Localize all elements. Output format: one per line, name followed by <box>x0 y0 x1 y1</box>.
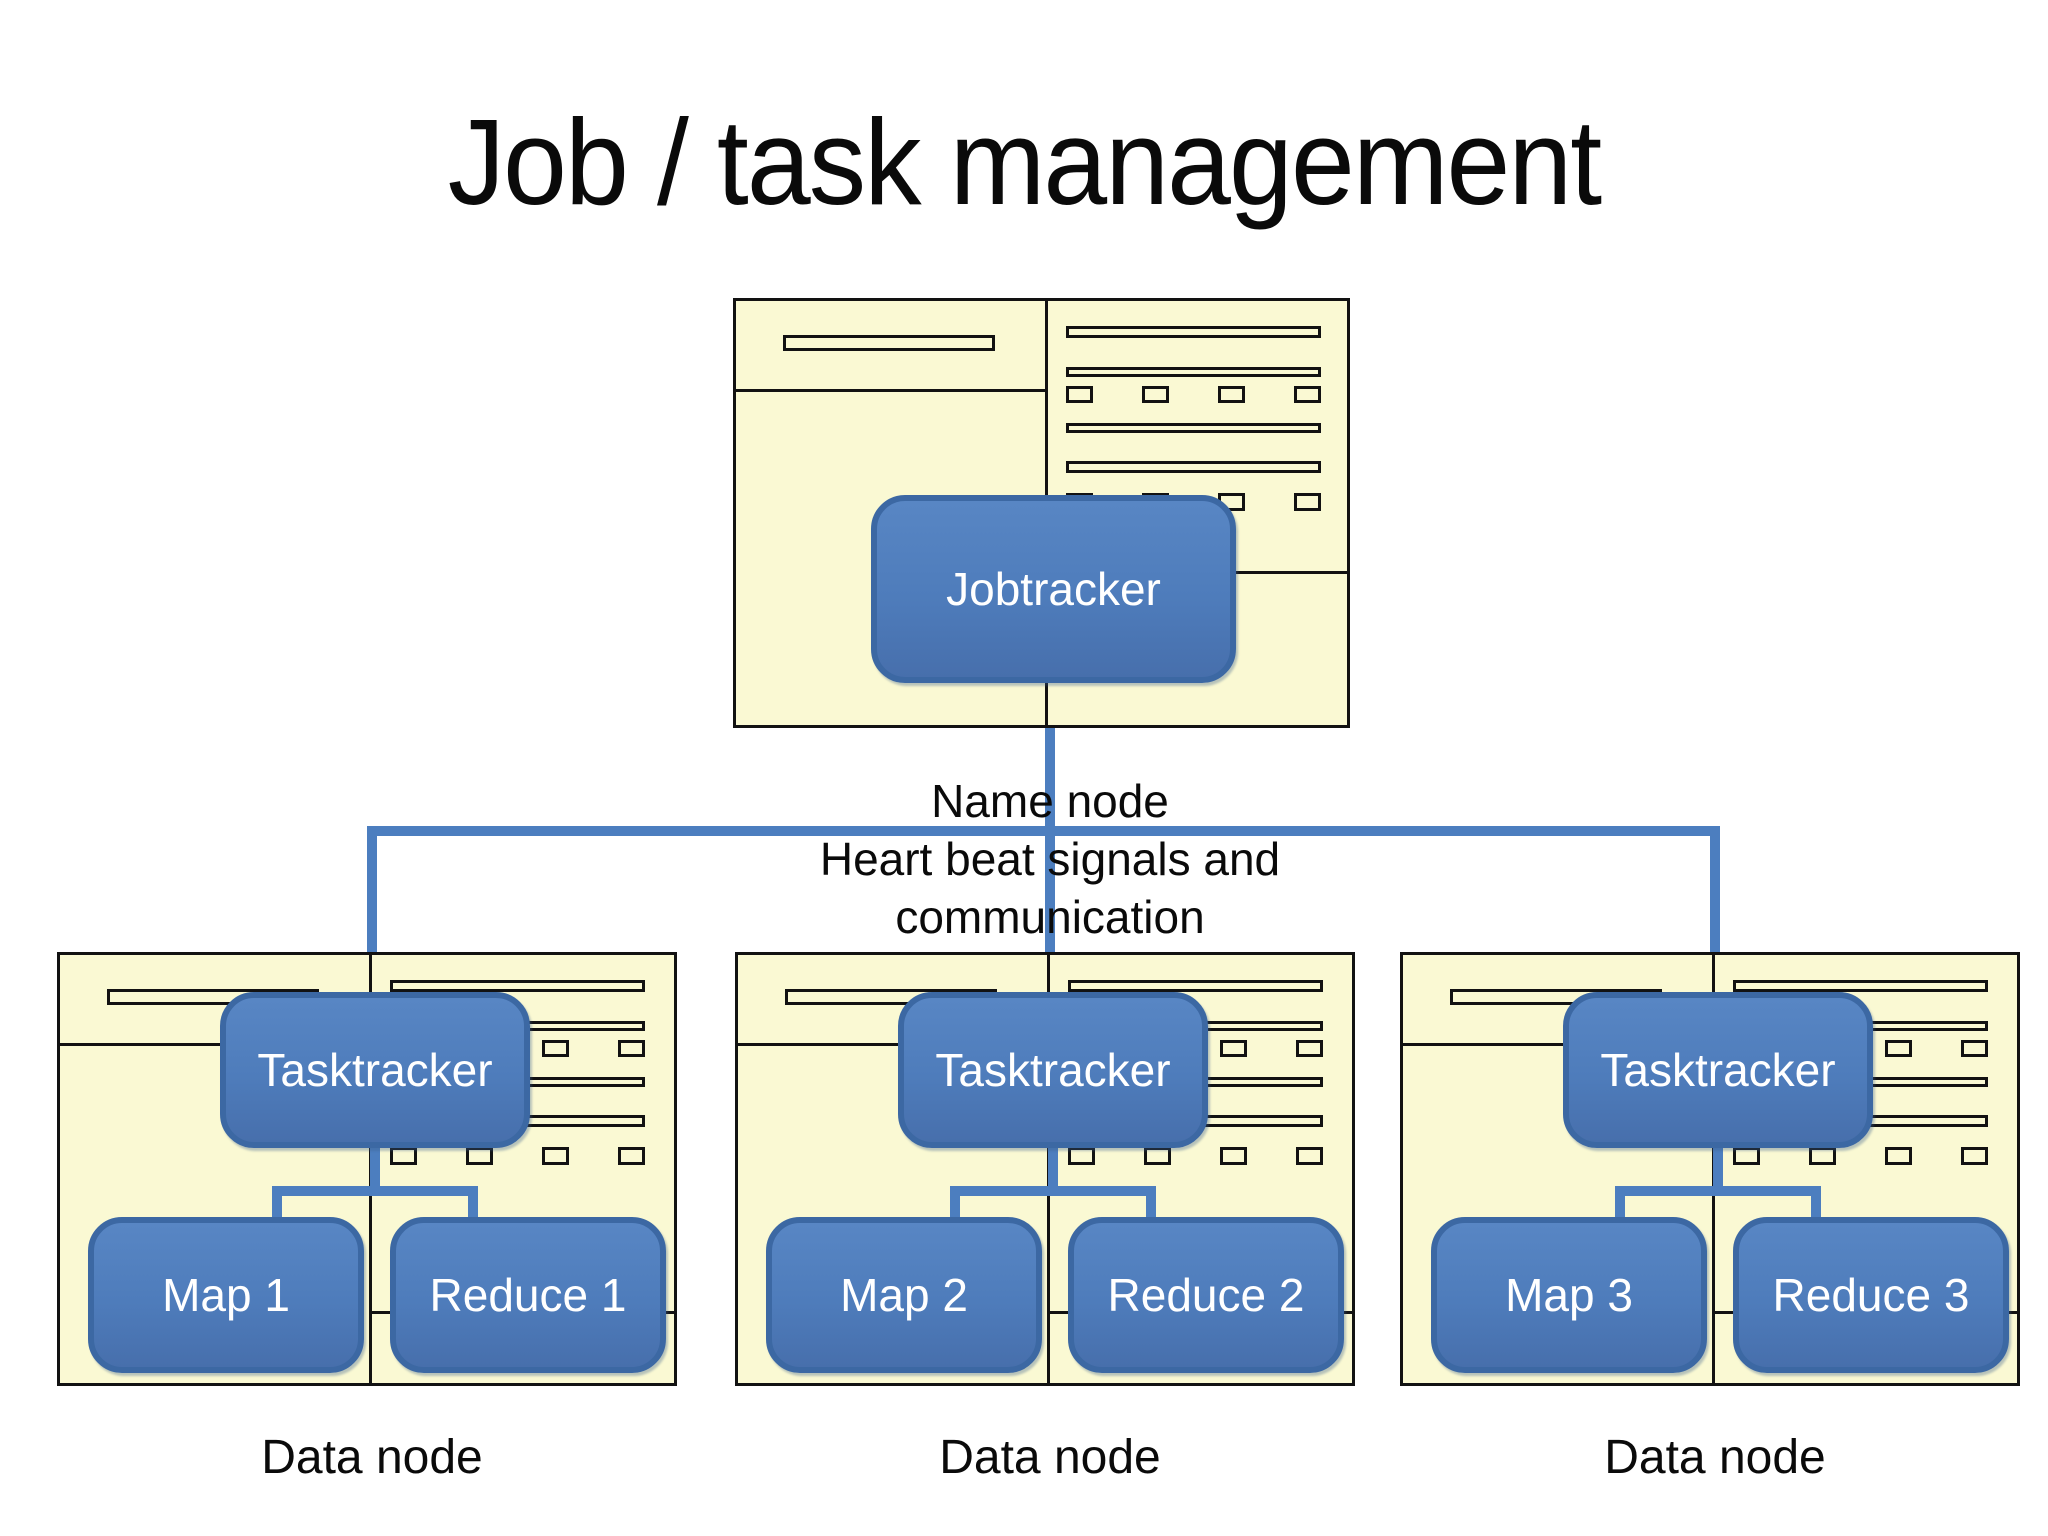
jobtracker-label: Jobtracker <box>946 563 1161 615</box>
panel-square <box>618 1040 645 1057</box>
panel-square-row <box>1066 386 1321 403</box>
connector-tasktracker-stem <box>1048 1148 1058 1196</box>
reduce-label: Reduce 3 <box>1772 1269 1970 1321</box>
connector-drop-reduce <box>1146 1186 1156 1226</box>
panel-square <box>542 1040 569 1057</box>
panel-square <box>542 1147 569 1165</box>
panel-left-divider-line <box>1403 1043 1712 1046</box>
panel-square <box>1885 1040 1912 1057</box>
panel-square <box>1961 1040 1988 1057</box>
reduce-box: Reduce 3 <box>1733 1217 2009 1373</box>
panel-field-bar <box>1733 980 1988 992</box>
tasktracker-label: Tasktracker <box>257 1044 493 1096</box>
panel-field-bar <box>1066 367 1321 377</box>
panel-field-bar <box>1066 423 1321 433</box>
panel-square <box>1294 493 1321 511</box>
panel-left-divider-line <box>60 1043 369 1046</box>
panel-square <box>1961 1147 1988 1165</box>
panel-left-divider-line <box>738 1043 1047 1046</box>
caption-line: Heart beat signals and <box>819 833 1281 885</box>
connector-drop-reduce <box>1811 1186 1821 1226</box>
panel-square <box>1066 386 1093 403</box>
connector-branch-horizontal <box>272 1186 478 1196</box>
tasktracker-box: Tasktracker <box>1563 992 1873 1148</box>
connector-branch-horizontal <box>1615 1186 1821 1196</box>
panel-square <box>1218 386 1245 403</box>
connector-branch-horizontal <box>950 1186 1156 1196</box>
panel-field-bar <box>1068 980 1323 992</box>
connector-drop-left-tasktracker <box>367 826 377 995</box>
panel-square <box>466 1147 493 1165</box>
connector-tasktracker-stem <box>370 1148 380 1196</box>
data-node-caption: Data node <box>1604 1431 1826 1484</box>
panel-square <box>1294 386 1321 403</box>
panel-field-bar <box>1066 326 1321 338</box>
data-node-panel-1: Tasktracker Map 1 Reduce 1 <box>57 952 677 1386</box>
panel-square <box>1144 1147 1171 1165</box>
reduce-label: Reduce 1 <box>429 1269 627 1321</box>
panel-square <box>1142 386 1169 403</box>
slide-title: Job / task management <box>447 94 1602 230</box>
connector-drop-right-tasktracker <box>1710 826 1720 995</box>
tasktracker-label: Tasktracker <box>1600 1044 1836 1096</box>
name-node-caption: Name node Heart beat signals and communi… <box>550 772 1550 946</box>
map-label: Map 2 <box>840 1269 968 1321</box>
panel-title-bar <box>783 335 995 351</box>
tasktracker-box: Tasktracker <box>898 992 1208 1148</box>
caption-line: communication <box>895 891 1205 943</box>
jobtracker-box: Jobtracker <box>871 495 1236 683</box>
connector-drop-map <box>950 1186 960 1226</box>
panel-square <box>390 1147 417 1165</box>
panel-square <box>1296 1147 1323 1165</box>
panel-square <box>1068 1147 1095 1165</box>
panel-square <box>1220 1147 1247 1165</box>
panel-square-row <box>390 1147 645 1165</box>
connector-drop-map <box>1615 1186 1625 1226</box>
connector-drop-map <box>272 1186 282 1226</box>
panel-field-bar <box>390 980 645 992</box>
panel-left-divider-line <box>736 389 1045 392</box>
map-box: Map 1 <box>88 1217 364 1373</box>
reduce-box: Reduce 1 <box>390 1217 666 1373</box>
panel-square <box>618 1147 645 1165</box>
map-label: Map 1 <box>162 1269 290 1321</box>
panel-square <box>1733 1147 1760 1165</box>
data-node-caption: Data node <box>939 1431 1161 1484</box>
data-node-caption: Data node <box>261 1431 483 1484</box>
connector-tasktracker-stem <box>1713 1148 1723 1196</box>
panel-square-row <box>1733 1147 1988 1165</box>
panel-square-row <box>1068 1147 1323 1165</box>
panel-square <box>1296 1040 1323 1057</box>
reduce-label: Reduce 2 <box>1107 1269 1305 1321</box>
map-label: Map 3 <box>1505 1269 1633 1321</box>
connector-drop-reduce <box>468 1186 478 1226</box>
panel-square <box>1885 1147 1912 1165</box>
reduce-box: Reduce 2 <box>1068 1217 1344 1373</box>
data-node-panel-2: Tasktracker Map 2 Reduce 2 <box>735 952 1355 1386</box>
panel-square <box>1809 1147 1836 1165</box>
panel-field-bar <box>1066 461 1321 473</box>
connector-trunk-horizontal <box>367 826 1720 836</box>
panel-square <box>1220 1040 1247 1057</box>
tasktracker-box: Tasktracker <box>220 992 530 1148</box>
tasktracker-label: Tasktracker <box>935 1044 1171 1096</box>
data-node-panel-3: Tasktracker Map 3 Reduce 3 <box>1400 952 2020 1386</box>
caption-line: Name node <box>931 775 1169 827</box>
map-box: Map 3 <box>1431 1217 1707 1373</box>
name-node-panel: Jobtracker <box>733 298 1350 728</box>
map-box: Map 2 <box>766 1217 1042 1373</box>
